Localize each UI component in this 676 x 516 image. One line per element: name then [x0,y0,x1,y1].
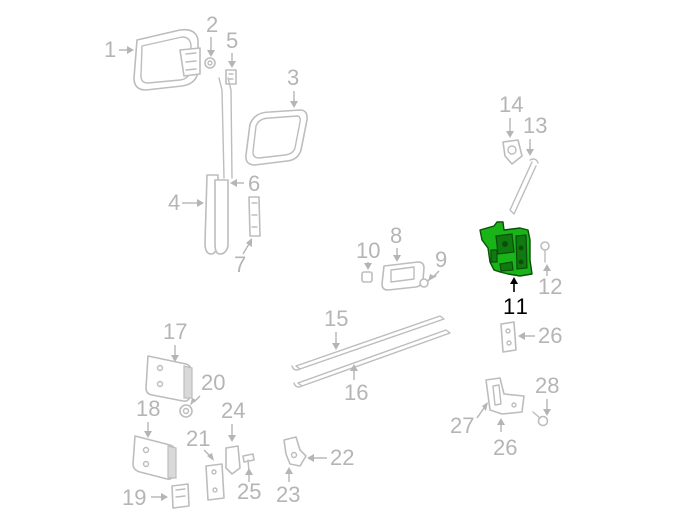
part-26-striker-lower [485,377,525,415]
callout-28: 28 [535,373,559,416]
svg-text:26: 26 [493,435,517,460]
svg-text:27: 27 [450,413,474,438]
part-25-bolt [242,453,255,473]
part-10-clip [361,271,373,283]
svg-text:21: 21 [186,426,210,451]
part-7-bracket [248,196,261,237]
part-15-rod [291,315,445,371]
svg-text:6: 6 [248,171,260,196]
part-5-clip [225,69,237,85]
svg-text:22: 22 [330,445,354,470]
callout-2: 2 [206,12,218,57]
svg-text:4: 4 [168,190,180,215]
svg-text:28: 28 [535,373,559,398]
part-17-upper-hinge [145,355,193,402]
svg-text:16: 16 [344,380,368,405]
part-16-rod [293,329,451,388]
part-21-check-link [205,463,225,501]
svg-text:18: 18 [136,396,160,421]
part-24-check-arm [225,445,241,475]
callout-27: 27 [450,402,488,438]
svg-text:25: 25 [237,479,261,504]
callout-26-upper: 26 [518,323,562,348]
svg-text:12: 12 [538,274,562,299]
part-19-hinge-pin [171,483,190,509]
part-2-nut [204,57,216,69]
part-12-screw [540,241,550,263]
part-4-window-channel [204,77,233,255]
svg-text:9: 9 [435,247,447,272]
svg-text:14: 14 [499,92,523,117]
callout-20: 20 [190,370,225,406]
callout-10: 10 [356,238,380,270]
svg-text:7: 7 [234,252,246,277]
svg-text:15: 15 [324,306,348,331]
callout-4: 4 [168,190,204,215]
callout-9: 9 [428,247,447,282]
svg-text:17: 17 [163,319,187,344]
callout-21: 21 [186,426,214,461]
callout-3: 3 [287,65,299,108]
callout-8: 8 [390,223,402,262]
callout-18: 18 [136,396,160,438]
callout-26-lower: 26 [493,418,517,460]
svg-text:5: 5 [226,28,238,53]
callout-7: 7 [234,238,252,277]
callout-14: 14 [499,92,523,138]
part-28-bolt [532,411,549,427]
callout-12: 12 [538,264,562,299]
callout-25: 25 [237,468,261,504]
callout-1: 1 [104,37,134,62]
svg-text:11: 11 [503,294,530,319]
part-20-nut [179,404,193,418]
callout-11: 11 [503,277,530,319]
part-3-vent-glass [245,109,308,166]
callout-6: 6 [230,171,260,196]
part-26-striker-upper [500,321,517,353]
part-14-lock-cylinder [502,139,523,165]
part-13-lock-rod [509,158,539,215]
svg-text:8: 8 [390,223,402,248]
callout-17: 17 [163,319,187,362]
part-22-door-check [283,436,307,467]
callout-15: 15 [324,306,348,350]
svg-text:19: 19 [122,485,146,510]
part-18-lower-hinge [132,435,177,480]
callout-13: 13 [523,113,547,156]
svg-text:26: 26 [538,323,562,348]
svg-text:3: 3 [287,65,299,90]
callout-24: 24 [221,398,245,442]
callout-16: 16 [344,364,368,405]
svg-text:20: 20 [201,370,225,395]
callout-19: 19 [122,485,168,510]
callout-5: 5 [226,28,238,68]
part-1-mirror [133,28,201,91]
svg-text:1: 1 [104,37,116,62]
svg-text:23: 23 [276,482,300,507]
callout-23: 23 [276,467,300,507]
callout-22: 22 [307,445,354,470]
part-8-handle [381,261,425,291]
part-11-door-latch [479,221,533,277]
svg-text:10: 10 [356,238,380,263]
svg-text:24: 24 [221,398,245,423]
svg-text:2: 2 [206,12,218,37]
svg-text:13: 13 [523,113,547,138]
